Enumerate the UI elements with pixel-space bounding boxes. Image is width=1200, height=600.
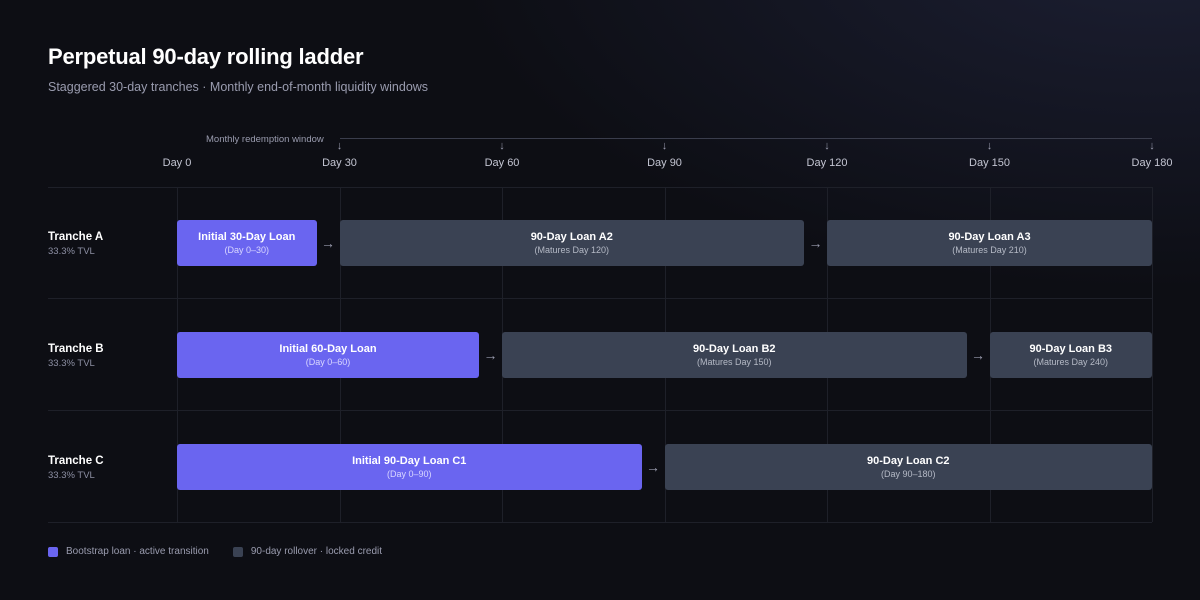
redemption-arrow-icon: ↓ xyxy=(986,140,993,152)
tranche-name: Tranche A xyxy=(48,231,104,243)
loan-bar-rollover: 90-Day Loan B2 (Matures Day 150) xyxy=(502,332,967,378)
tranche-share: 33.3% TVL xyxy=(48,470,95,481)
redemption-window-line xyxy=(339,138,1152,139)
grid-line-horizontal xyxy=(48,298,1152,299)
legend-item-rollover: 90-day rollover · locked credit xyxy=(232,546,383,557)
loan-bar-sublabel: (Day 0–30) xyxy=(224,245,270,255)
loan-bar-sublabel: (Day 0–60) xyxy=(305,357,351,367)
legend: Bootstrap loan · active transition 90-da… xyxy=(48,546,382,557)
axis-tick-label: Day 90 xyxy=(647,157,682,169)
page-subtitle: Staggered 30-day tranches · Monthly end-… xyxy=(48,80,429,94)
legend-swatch-bootstrap xyxy=(48,546,58,557)
tranche-share: 33.3% TVL xyxy=(48,246,95,257)
loan-bar-sublabel: (Matures Day 150) xyxy=(696,357,772,367)
legend-swatch-rollover xyxy=(232,546,243,557)
tranche-name: Tranche B xyxy=(48,343,104,355)
loan-bar-rollover: 90-Day Loan A2 (Matures Day 120) xyxy=(339,220,804,266)
legend-label: Bootstrap loan · active transition xyxy=(66,546,209,557)
axis-tick-label: Day 120 xyxy=(806,157,848,169)
redemption-arrow-icon: ↓ xyxy=(824,140,830,152)
redemption-arrow-icon: ↓ xyxy=(661,140,668,152)
grid-line-horizontal xyxy=(48,522,1152,523)
loan-bar-label: 90-Day Loan A3 xyxy=(948,231,1031,243)
loan-bar-sublabel: (Matures Day 120) xyxy=(534,245,610,255)
loan-bar-sublabel: (Matures Day 210) xyxy=(952,245,1027,255)
loan-bar-rollover: 90-Day Loan C2 (Day 90–180) xyxy=(664,444,1152,490)
loan-bar-rollover: 90-Day Loan A3 (Matures Day 210) xyxy=(827,220,1152,266)
legend-item-bootstrap: Bootstrap loan · active transition xyxy=(48,546,209,557)
rollover-arrow-icon: → xyxy=(321,235,335,251)
loan-bar-sublabel: (Matures Day 240) xyxy=(1033,357,1109,367)
loan-bar-sublabel: (Day 90–180) xyxy=(880,469,936,479)
rollover-arrow-icon: → xyxy=(971,347,985,363)
grid-line-vertical xyxy=(1152,187,1153,522)
redemption-arrow-icon: ↓ xyxy=(336,140,343,152)
loan-bar-label: Initial 90-Day Loan C1 xyxy=(352,455,467,467)
legend-label: 90-day rollover · locked credit xyxy=(250,546,383,557)
loan-bar-sublabel: (Day 0–90) xyxy=(386,469,432,479)
loan-bar-label: 90-Day Loan B3 xyxy=(1029,343,1113,355)
tranche-share: 33.3% TVL xyxy=(48,358,95,369)
rollover-arrow-icon: → xyxy=(483,347,498,363)
loan-bar-bootstrap: Initial 60-Day Loan (Day 0–60) xyxy=(177,332,479,378)
rollover-arrow-icon: → xyxy=(646,459,660,475)
loan-bar-bootstrap: Initial 30-Day Loan (Day 0–30) xyxy=(177,220,317,266)
axis-tick-label: Day 180 xyxy=(1131,157,1173,169)
loan-bar-label: 90-Day Loan A2 xyxy=(530,231,613,243)
axis-tick-label: Day 0 xyxy=(162,157,192,169)
rollover-arrow-icon: → xyxy=(808,235,823,251)
axis-tick-label: Day 60 xyxy=(484,157,520,169)
grid-line-horizontal xyxy=(48,187,1152,188)
loan-bar-label: Initial 30-Day Loan xyxy=(198,231,296,243)
loan-bar-label: 90-Day Loan C2 xyxy=(866,455,950,467)
loan-bar-label: 90-Day Loan B2 xyxy=(692,343,776,355)
redemption-window-label: Monthly redemption window xyxy=(206,134,324,145)
loan-bar-label: Initial 60-Day Loan xyxy=(279,343,377,355)
grid-line-horizontal xyxy=(48,410,1152,411)
redemption-arrow-icon: ↓ xyxy=(1149,140,1155,152)
axis-tick-label: Day 150 xyxy=(969,157,1010,169)
loan-bar-rollover: 90-Day Loan B3 (Matures Day 240) xyxy=(989,332,1152,378)
axis-tick-label: Day 30 xyxy=(322,157,357,169)
redemption-arrow-icon: ↓ xyxy=(499,140,505,152)
tranche-name: Tranche C xyxy=(48,455,104,467)
page-title: Perpetual 90-day rolling ladder xyxy=(48,44,364,69)
loan-bar-bootstrap: Initial 90-Day Loan C1 (Day 0–90) xyxy=(177,444,642,490)
